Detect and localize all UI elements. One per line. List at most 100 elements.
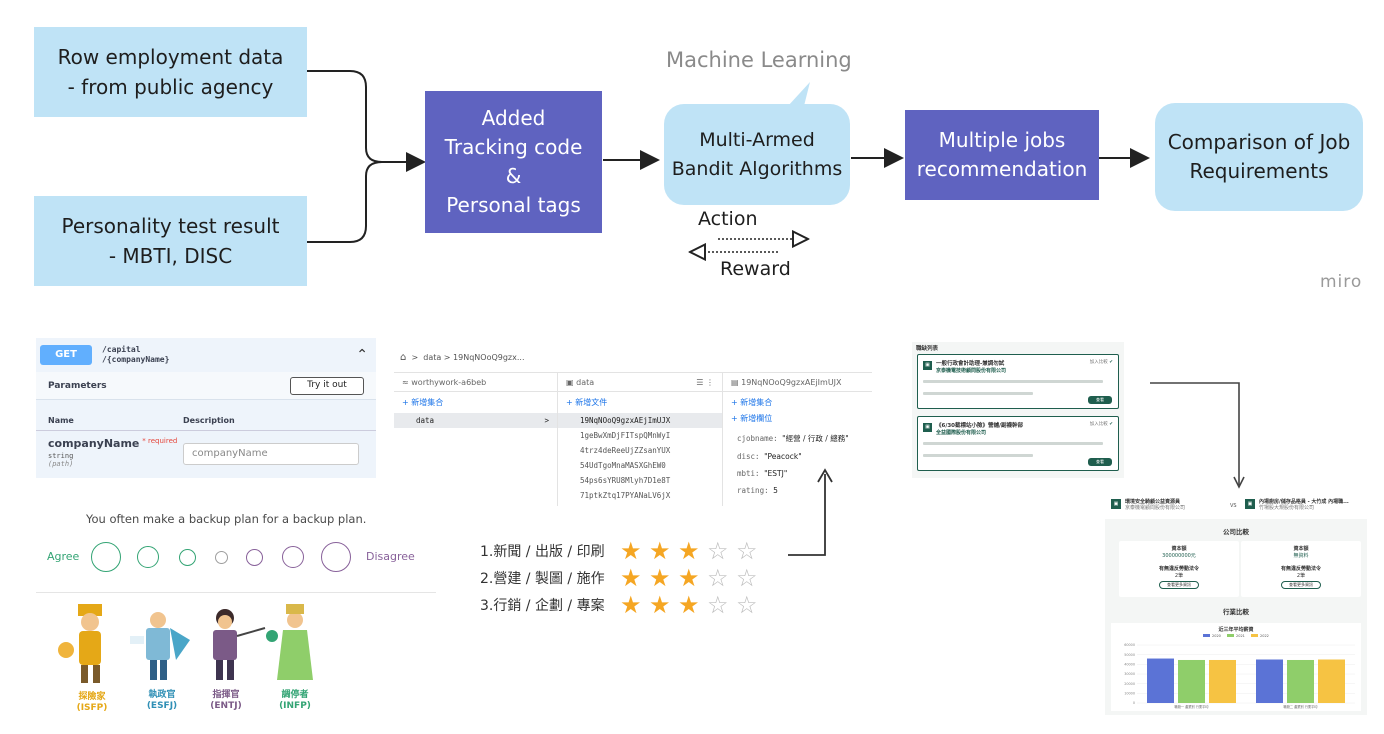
view-job-button[interactable]: 查看: [1088, 396, 1112, 404]
agree-label: Agree: [47, 550, 80, 563]
company-name-input[interactable]: companyName: [183, 443, 359, 465]
company-comparison-heading: 公司比較: [1223, 528, 1249, 536]
star-empty-icon[interactable]: ☆: [736, 591, 758, 619]
firestore-panel: ⌂ > data > 19NqNOoQ9gzx... ≈ worthywork-…: [394, 346, 872, 506]
more-info-button[interactable]: 查看更多資訊: [1159, 581, 1199, 589]
required-marker: * required: [142, 437, 178, 445]
answer-option-5[interactable]: [246, 549, 263, 566]
salary-bar: [1178, 659, 1205, 703]
document-item[interactable]: 1geBwXmDjFITspQMnWyI: [580, 431, 671, 440]
star-icon[interactable]: ★: [678, 564, 700, 592]
field-row: mbti: "ESTJ": [737, 469, 788, 478]
x-tick-label: 職缺一 產業別 行業平均: [1175, 704, 1209, 709]
collection-column: ≈ worthywork-a6beb + 新增集合 data>: [394, 372, 558, 506]
filter-icon[interactable]: ☰ ⋮: [696, 377, 714, 387]
param-column-headers: Name Description: [36, 416, 376, 431]
add-document-button[interactable]: + 新增文件: [566, 398, 608, 407]
job-card[interactable]: ▣ 一般行政會計助理-兼調勿試 京泰機電技術顧問股份有限公司 加入比較 ✔ 查看: [917, 354, 1119, 409]
star-icon[interactable]: ★: [620, 537, 642, 565]
compare-toggle[interactable]: 加入比較 ✔: [1089, 422, 1113, 427]
collection-item-data[interactable]: data>: [394, 413, 557, 428]
company-card-left: 資本額 300000000元 有無違反勞動法令 2筆 查看更多資訊: [1119, 541, 1239, 597]
bandit-algorithm-bubble: Multi-Armed Bandit Algorithms: [664, 104, 850, 205]
col-name: Name: [48, 416, 74, 425]
salary-bar: [1256, 659, 1283, 703]
star-icon[interactable]: ★: [678, 537, 700, 565]
comparison-panel: ▣ 環境安全騎顧公益資源員京泰機電顧問股份有限公司 VS ▣ 內場廚房/儲存品格…: [1105, 493, 1367, 715]
reward-label: Reward: [720, 258, 791, 280]
answer-option-3[interactable]: [179, 549, 196, 566]
answer-option-4[interactable]: [215, 551, 228, 564]
miro-watermark: miro: [1320, 272, 1363, 292]
star-empty-icon[interactable]: ☆: [707, 537, 729, 565]
collapse-chevron-icon[interactable]: ⌃: [356, 347, 368, 363]
add-subcollection-button[interactable]: + 新增集合: [731, 398, 773, 407]
company-logo-icon: ▣: [1245, 499, 1255, 509]
section-divider: [36, 592, 436, 593]
document-item[interactable]: 4trz4deReeUjZZsanYUX: [580, 446, 671, 455]
star-icon[interactable]: ★: [649, 591, 671, 619]
view-job-button[interactable]: 查看: [1088, 458, 1112, 466]
answer-option-6[interactable]: [282, 546, 304, 568]
answer-option-7[interactable]: [321, 542, 351, 572]
salary-bar: [1318, 659, 1345, 703]
api-endpoint-panel: GET /capital /{companyName} ⌃ Parameters…: [36, 338, 376, 478]
flow-connectors: [307, 70, 1150, 300]
tracking-code-box: Added Tracking code & Personal tags: [425, 91, 602, 233]
parameters-bar: Parameters Try it out: [36, 372, 376, 400]
salary-bar: [1287, 659, 1314, 703]
add-field-button[interactable]: + 新增欄位: [731, 414, 773, 423]
endpoint-header[interactable]: GET /capital /{companyName} ⌃: [36, 338, 376, 372]
star-icon[interactable]: ★: [620, 591, 642, 619]
star-empty-icon[interactable]: ☆: [736, 537, 758, 565]
star-empty-icon[interactable]: ☆: [707, 564, 729, 592]
rating-connector: [788, 468, 833, 556]
document-item[interactable]: 19NqNOoQ9gzxAEjImUJX: [558, 413, 722, 428]
try-it-out-button[interactable]: Try it out: [290, 376, 364, 395]
param-name: companyName: [48, 437, 140, 450]
compare-toggle[interactable]: 加入比較 ✔: [1089, 360, 1113, 365]
more-info-button[interactable]: 查看更多資訊: [1281, 581, 1321, 589]
document-header: ▤ 19NqNOoQ9gzxAEjImUJX: [723, 372, 872, 392]
home-icon[interactable]: ⌂: [400, 352, 407, 363]
legend-swatch: [1251, 634, 1258, 637]
consul-figure: [130, 612, 190, 680]
document-item[interactable]: 71ptkZtq17PYANaLV6jX: [580, 491, 671, 500]
document-item[interactable]: 54ps6sYRU8Mlyh7D1e8T: [580, 476, 671, 485]
job-card[interactable]: ▣ 《6/30截標站小險》營舖/副襪幹部 全益國際股份有限公司 加入比較 ✔ 查…: [917, 416, 1119, 471]
endpoint-path: /capital /{companyName}: [102, 345, 170, 364]
y-tick-label: 30000: [1124, 672, 1135, 676]
document-item[interactable]: 54UdTgoMnaMASXGhEW0: [580, 461, 666, 470]
star-icon[interactable]: ★: [620, 564, 642, 592]
job-list-panel: 職缺列表 ▣ 一般行政會計助理-兼調勿試 京泰機電技術顧問股份有限公司 加入比較…: [912, 342, 1124, 478]
y-tick-label: 60000: [1124, 643, 1135, 647]
answer-option-2[interactable]: [137, 546, 159, 568]
star-icon[interactable]: ★: [649, 537, 671, 565]
star-icon[interactable]: ★: [649, 564, 671, 592]
project-header: ≈ worthywork-a6beb: [394, 372, 557, 392]
star-empty-icon[interactable]: ☆: [707, 591, 729, 619]
field-row: disc: "Peacock": [737, 452, 802, 461]
star-icon[interactable]: ★: [678, 591, 700, 619]
legend-swatch: [1203, 634, 1210, 637]
speech-bubble-tail: [788, 82, 810, 106]
personality-question: You often make a backup plan for a backu…: [86, 512, 367, 526]
http-method-badge: GET: [40, 345, 92, 365]
mediator-figure: [266, 604, 313, 680]
rating-label: 1.新聞 / 出版 / 印刷: [480, 544, 605, 560]
param-type: string: [48, 452, 74, 460]
document-icon: ▣: [566, 377, 574, 387]
character-label-explorer: 探險家(ISFP): [76, 692, 108, 713]
character-label-commander: 指揮官(ENTJ): [210, 690, 242, 711]
add-collection-button[interactable]: + 新增集合: [402, 398, 444, 407]
company-logo-icon: ▣: [923, 361, 932, 370]
field-row: cjobname: "經營 / 行政 / 總務": [737, 434, 849, 443]
legend-label: 2021: [1236, 634, 1245, 638]
character-label-mediator: 調停者(INFP): [279, 690, 311, 711]
job-company: 京泰機電技術顧問股份有限公司: [936, 368, 1007, 374]
rating-row: 2.營建 / 製圖 / 施作 ★★★☆☆: [480, 566, 765, 590]
job-title: 《6/30截標站小險》營舖/副襪幹部: [936, 423, 1023, 429]
answer-option-1[interactable]: [91, 542, 121, 572]
star-empty-icon[interactable]: ☆: [736, 564, 758, 592]
